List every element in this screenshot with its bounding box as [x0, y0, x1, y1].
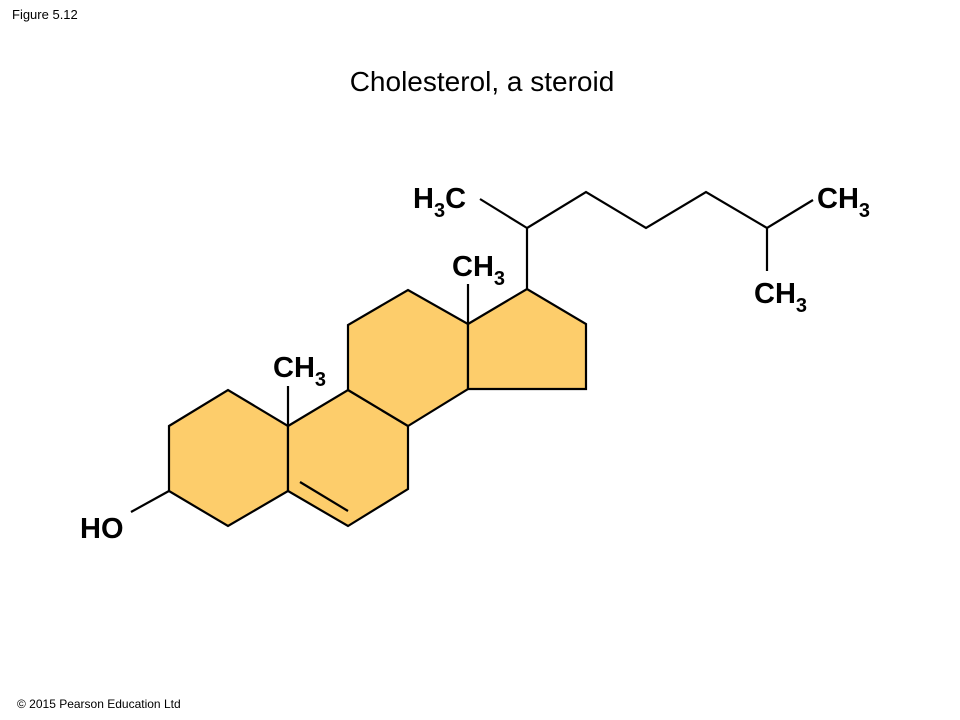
methyl-c-label: CH3	[452, 251, 505, 290]
h3c-label: H3C	[413, 183, 466, 222]
diagram-title: Cholesterol, a steroid	[349, 66, 615, 97]
hydroxyl-bond	[130, 490, 170, 513]
ring-d	[466, 287, 588, 391]
terminal-ch3-label-2: CH3	[754, 278, 807, 317]
figure-label: Figure 5.12	[12, 7, 78, 22]
copyright: © 2015 Pearson Education Ltd	[17, 697, 181, 711]
ho-label: HO	[80, 513, 124, 545]
methyl-a-label: CH3	[273, 352, 326, 391]
double-bond-line	[299, 481, 349, 512]
ring-a	[167, 388, 290, 528]
side-chain-methyl-bond	[479, 198, 528, 229]
terminal-ch3-label-1: CH3	[817, 183, 870, 222]
side-chain	[525, 190, 814, 289]
